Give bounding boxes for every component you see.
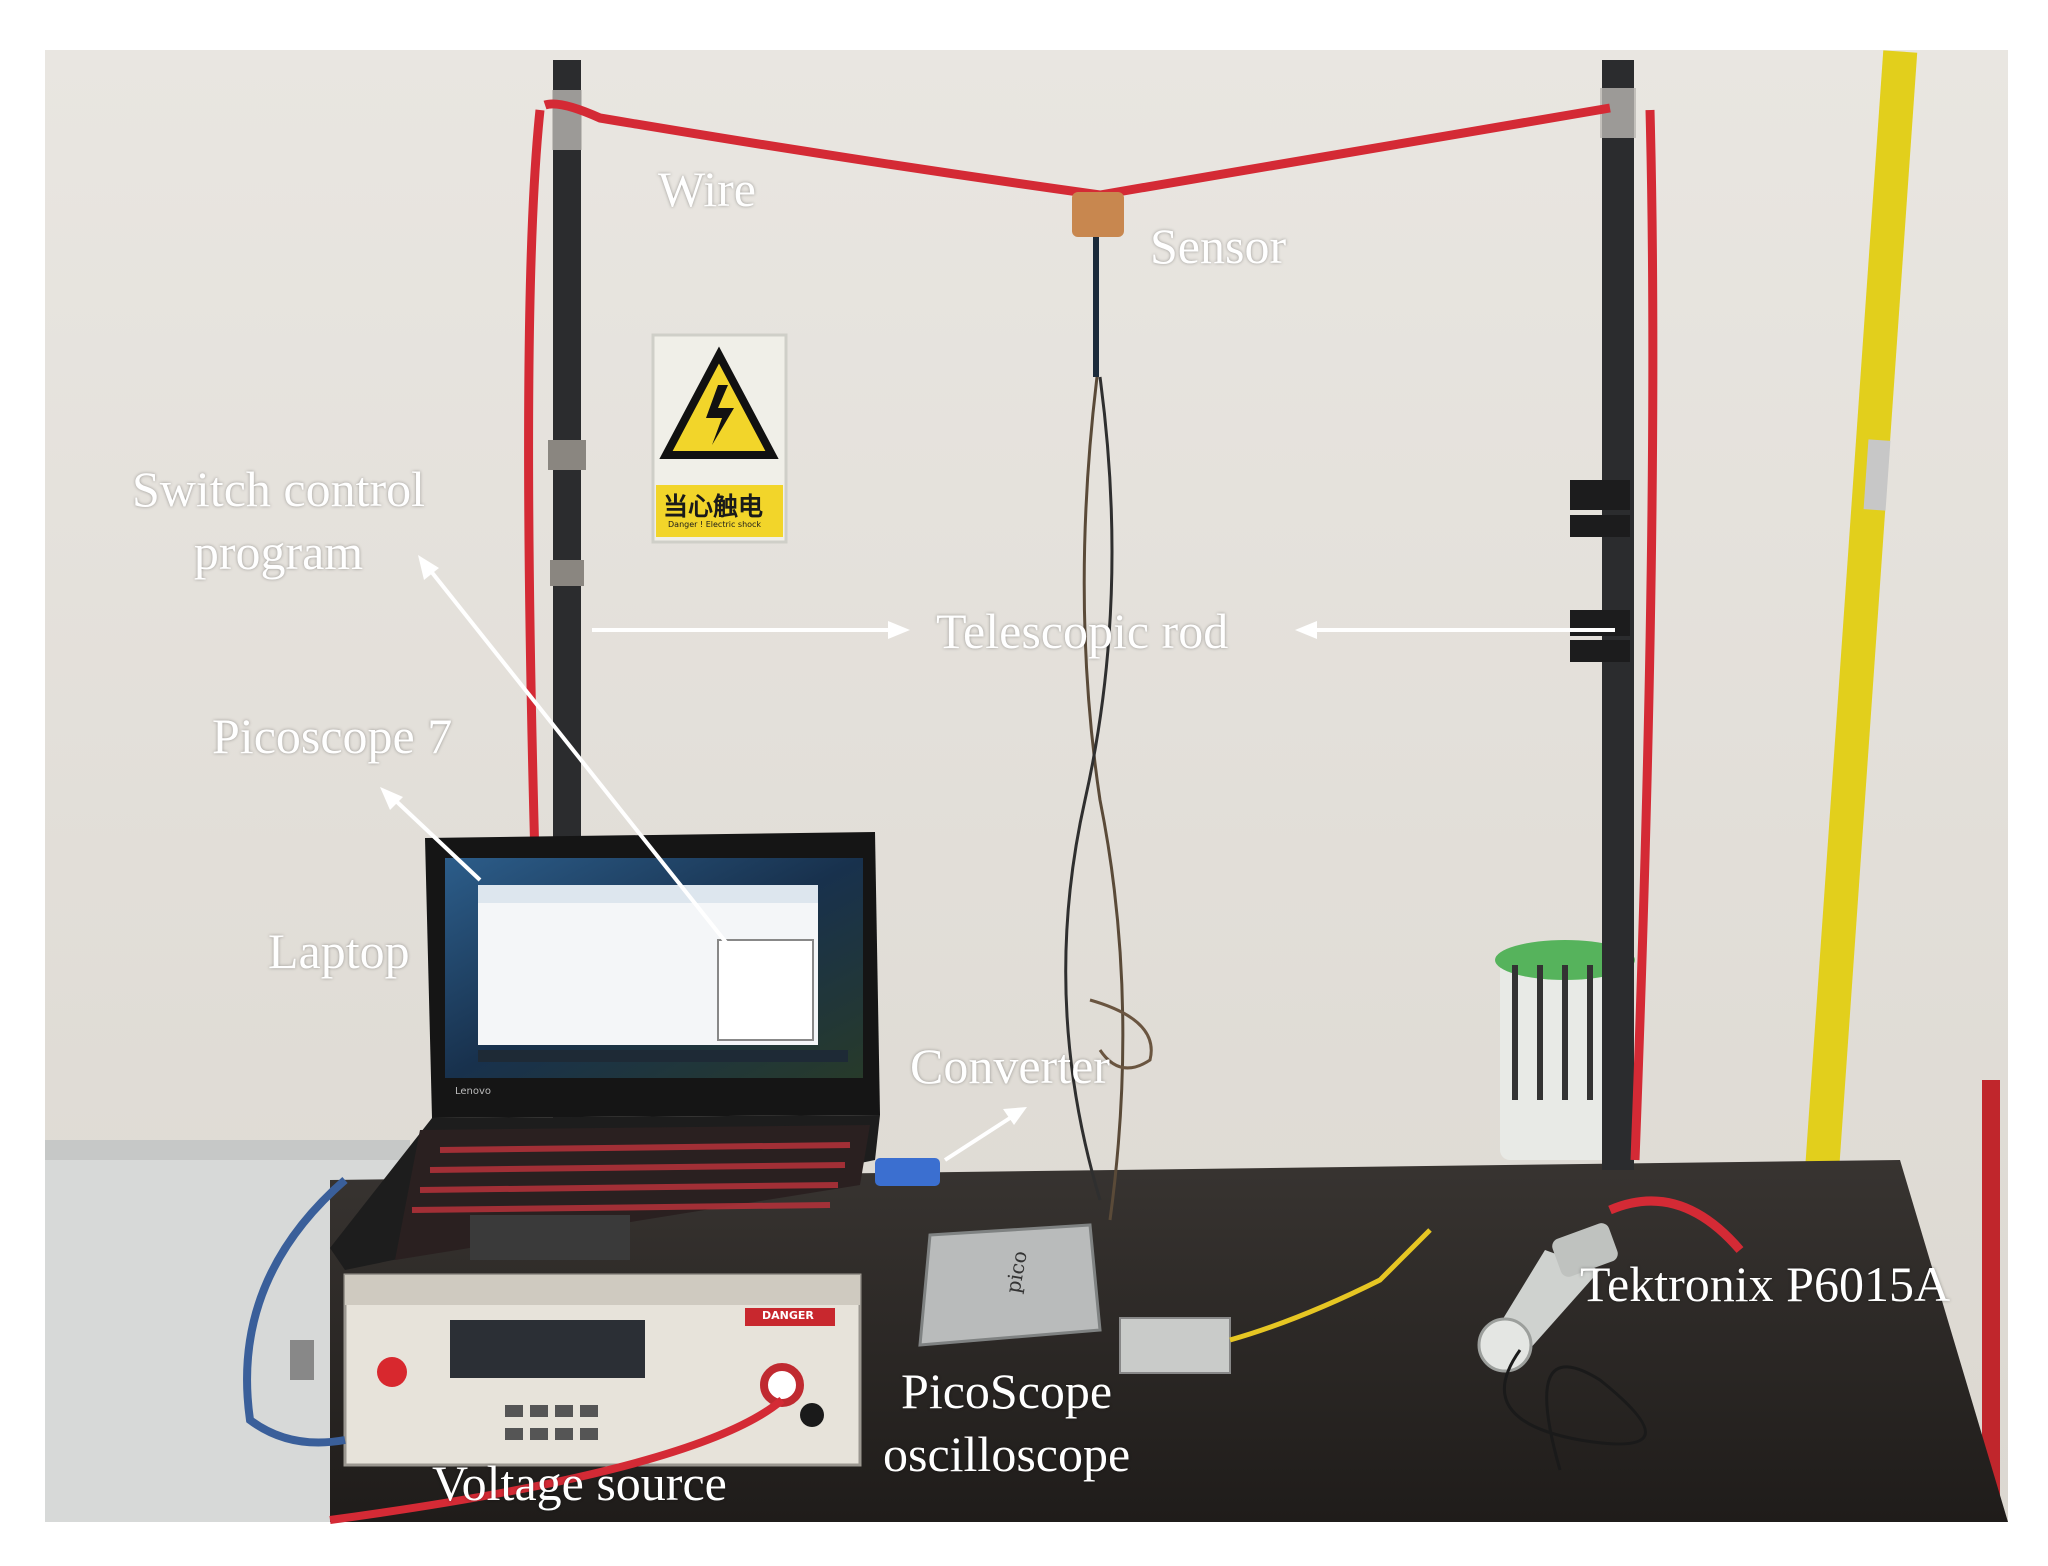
label-switch-control-line1: Switch control [132,461,426,517]
wire [543,99,1611,200]
yellow-pole [1796,50,1918,1290]
label-wire: Wire [658,161,756,217]
source-danger-label: DANGER [762,1309,814,1322]
sensor [1072,192,1124,237]
label-tektronix: Tektronix P6015A [1580,1256,1951,1312]
label-switch-control-program: Switch control program [132,458,425,583]
label-sensor: Sensor [1150,218,1287,274]
label-picoscope-7: Picoscope 7 [212,708,453,764]
label-picoscope-oscilloscope: PicoScope oscilloscope [883,1360,1130,1485]
annotation-arrows [380,555,1615,1162]
label-telescopic-rod: Telescopic rod [936,603,1229,659]
cabinet [45,1140,410,1522]
label-picoscope-line2: oscilloscope [883,1425,1131,1482]
label-voltage-source: Voltage source [432,1455,727,1511]
sign-text-en: Danger ! Electric shock [668,520,762,529]
label-switch-control-line2: program [193,523,364,580]
laptop-brand: Lenovo [455,1086,492,1097]
label-converter: Converter [910,1038,1110,1094]
converter [875,1158,940,1186]
label-picoscope-line1: PicoScope [901,1363,1113,1419]
label-laptop: Laptop [268,923,410,979]
arrow-switch-control-program [428,568,742,962]
voltage-source [343,1273,862,1467]
picoscope-oscilloscope [918,1223,1231,1374]
warning-sign [651,333,788,544]
laptop [330,832,880,1270]
sign-text-cn: 当心触电 [663,492,764,521]
arrow-converter [943,1116,1012,1162]
arrow-picoscope-7 [393,798,482,882]
tektronix-probe [1477,1223,1618,1373]
